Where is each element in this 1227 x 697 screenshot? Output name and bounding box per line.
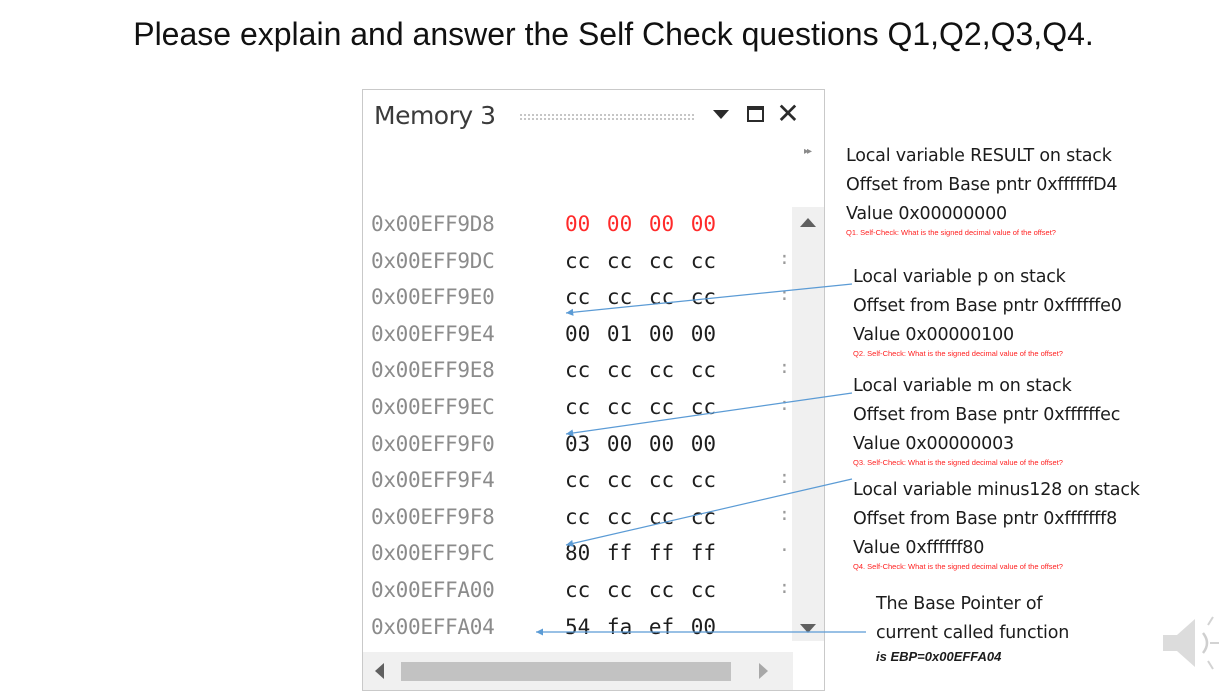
memory-ascii: : bbox=[779, 576, 790, 598]
drag-grip-icon[interactable] bbox=[519, 113, 695, 120]
slide-title: Please explain and answer the Self Check… bbox=[133, 16, 1094, 52]
annotation-p: Local variable p on stack Offset from Ba… bbox=[853, 263, 1122, 358]
memory-row[interactable]: 0x00EFF9D8 00 00 00 00 bbox=[363, 207, 793, 244]
annotation-result-line2: Offset from Base pntr 0xffffffD4 bbox=[846, 175, 1118, 195]
memory-address: 0x00EFFA00 bbox=[371, 577, 495, 602]
memory-ascii: : bbox=[779, 357, 790, 379]
memory-row[interactable]: 0x00EFF9E4 00 01 00 00 bbox=[363, 317, 793, 354]
scroll-right-arrow-icon[interactable] bbox=[759, 663, 768, 679]
memory-bytes[interactable]: cc cc cc cc bbox=[565, 394, 717, 419]
memory-bytes[interactable]: cc cc cc cc bbox=[565, 248, 717, 273]
close-x-icon[interactable]: ✕ bbox=[776, 97, 800, 130]
memory-rows: 0x00EFF9D8 00 00 00 00 0x00EFF9DC cc cc … bbox=[363, 207, 793, 646]
vertical-scrollbar[interactable] bbox=[792, 207, 824, 641]
annotation-p-line3: Value 0x00000100 bbox=[853, 325, 1014, 345]
speaker-icon[interactable] bbox=[1161, 613, 1221, 673]
memory-row[interactable]: 0x00EFF9DC cc cc cc cc : bbox=[363, 244, 793, 281]
memory-address: 0x00EFF9EC bbox=[371, 394, 495, 419]
memory-bytes[interactable]: 03 00 00 00 bbox=[565, 431, 717, 456]
scroll-down-arrow-icon[interactable] bbox=[800, 624, 816, 633]
memory-bytes[interactable]: 00 01 00 00 bbox=[565, 321, 717, 346]
memory-address: 0x00EFF9D8 bbox=[371, 212, 495, 236]
scroll-left-arrow-icon[interactable] bbox=[375, 663, 384, 679]
memory-ascii: · bbox=[779, 540, 790, 562]
annotation-p-line1: Local variable p on stack bbox=[853, 267, 1066, 287]
memory-bytes[interactable]: cc cc cc cc bbox=[565, 285, 717, 310]
annotation-base-pointer-ebp: is EBP=0x00EFFA04 bbox=[876, 649, 1002, 664]
annotation-base-pointer-line2: current called function bbox=[876, 623, 1070, 643]
memory-bytes[interactable]: cc cc cc cc bbox=[565, 468, 717, 493]
memory-bytes[interactable]: cc cc cc cc bbox=[565, 358, 717, 383]
memory-row[interactable]: 0x00EFFA04 54 fa ef 00 bbox=[363, 610, 793, 647]
memory-ascii: : bbox=[779, 284, 790, 306]
memory-row[interactable]: 0x00EFF9F4 cc cc cc cc : bbox=[363, 463, 793, 500]
annotation-result-question: Q1. Self-Check: What is the signed decim… bbox=[846, 228, 1056, 237]
annotation-minus128-line1: Local variable minus128 on stack bbox=[853, 480, 1140, 500]
memory-address: 0x00EFF9DC bbox=[371, 248, 495, 273]
memory-ascii: : bbox=[779, 503, 790, 525]
maximize-window-icon[interactable] bbox=[744, 100, 768, 128]
annotation-m: Local variable m on stack Offset from Ba… bbox=[853, 372, 1120, 467]
scroll-up-arrow-icon[interactable] bbox=[800, 218, 816, 227]
annotation-base-pointer: The Base Pointer of current called funct… bbox=[876, 590, 1069, 666]
memory-bytes[interactable]: cc cc cc cc bbox=[565, 577, 717, 602]
memory-row[interactable]: 0x00EFF9E0 cc cc cc cc : bbox=[363, 280, 793, 317]
annotation-minus128-line3: Value 0xffffff80 bbox=[853, 538, 985, 558]
memory-row[interactable]: 0x00EFF9FC 80 ff ff ff · bbox=[363, 536, 793, 573]
memory-address: 0x00EFFA04 bbox=[371, 614, 495, 639]
memory-row[interactable]: 0x00EFF9EC cc cc cc cc : bbox=[363, 390, 793, 427]
annotation-result-line1: Local variable RESULT on stack bbox=[846, 146, 1112, 166]
annotation-p-question: Q2. Self-Check: What is the signed decim… bbox=[853, 349, 1063, 358]
annotation-m-line2: Offset from Base pntr 0xffffffec bbox=[853, 405, 1121, 425]
toolbar-overflow-icon[interactable]: ▸▸ bbox=[804, 146, 812, 157]
memory-bytes[interactable]: 54 fa ef 00 bbox=[565, 614, 717, 639]
annotation-result-line3: Value 0x00000000 bbox=[846, 204, 1007, 224]
memory-row[interactable]: 0x00EFF9F8 cc cc cc cc : bbox=[363, 500, 793, 537]
memory-ascii: : bbox=[779, 393, 790, 415]
memory-window-title: Memory 3 bbox=[374, 101, 496, 130]
annotation-m-question: Q3. Self-Check: What is the signed decim… bbox=[853, 458, 1063, 467]
memory-bytes[interactable]: cc cc cc cc bbox=[565, 504, 717, 529]
horizontal-scrollbar[interactable] bbox=[363, 652, 793, 690]
annotation-result: Local variable RESULT on stack Offset fr… bbox=[846, 142, 1118, 237]
memory-address: 0x00EFF9F0 bbox=[371, 431, 495, 456]
horizontal-scroll-thumb[interactable] bbox=[401, 662, 731, 681]
annotation-base-pointer-line1: The Base Pointer of bbox=[876, 594, 1043, 614]
memory-ascii: : bbox=[779, 467, 790, 489]
memory-address: 0x00EFF9F4 bbox=[371, 468, 495, 493]
annotation-minus128: Local variable minus128 on stack Offset … bbox=[853, 476, 1140, 571]
annotation-minus128-question: Q4. Self-Check: What is the signed decim… bbox=[853, 562, 1063, 571]
memory-row[interactable]: 0x00EFF9F0 03 00 00 00 bbox=[363, 427, 793, 464]
memory-address: 0x00EFF9FC bbox=[371, 541, 495, 566]
memory-window: Memory 3 ✕ ▸▸ 0x00EFF9D8 00 00 00 00 0x0… bbox=[362, 89, 825, 691]
memory-row[interactable]: 0x00EFFA00 cc cc cc cc : bbox=[363, 573, 793, 610]
annotation-minus128-line2: Offset from Base pntr 0xfffffff8 bbox=[853, 509, 1118, 529]
memory-window-titlebar[interactable]: Memory 3 ✕ bbox=[363, 90, 824, 140]
memory-address: 0x00EFF9E4 bbox=[371, 321, 495, 346]
dropdown-triangle-icon[interactable] bbox=[710, 100, 734, 128]
memory-bytes[interactable]: 80 ff ff ff bbox=[565, 541, 717, 566]
memory-ascii: : bbox=[779, 247, 790, 269]
annotation-p-line2: Offset from Base pntr 0xffffffe0 bbox=[853, 296, 1122, 316]
annotation-m-line1: Local variable m on stack bbox=[853, 376, 1072, 396]
memory-address: 0x00EFF9F8 bbox=[371, 504, 495, 529]
memory-bytes[interactable]: 00 00 00 00 bbox=[565, 212, 717, 236]
memory-row[interactable]: 0x00EFF9E8 cc cc cc cc : bbox=[363, 353, 793, 390]
annotation-m-line3: Value 0x00000003 bbox=[853, 434, 1014, 454]
memory-address: 0x00EFF9E0 bbox=[371, 285, 495, 310]
memory-address: 0x00EFF9E8 bbox=[371, 358, 495, 383]
